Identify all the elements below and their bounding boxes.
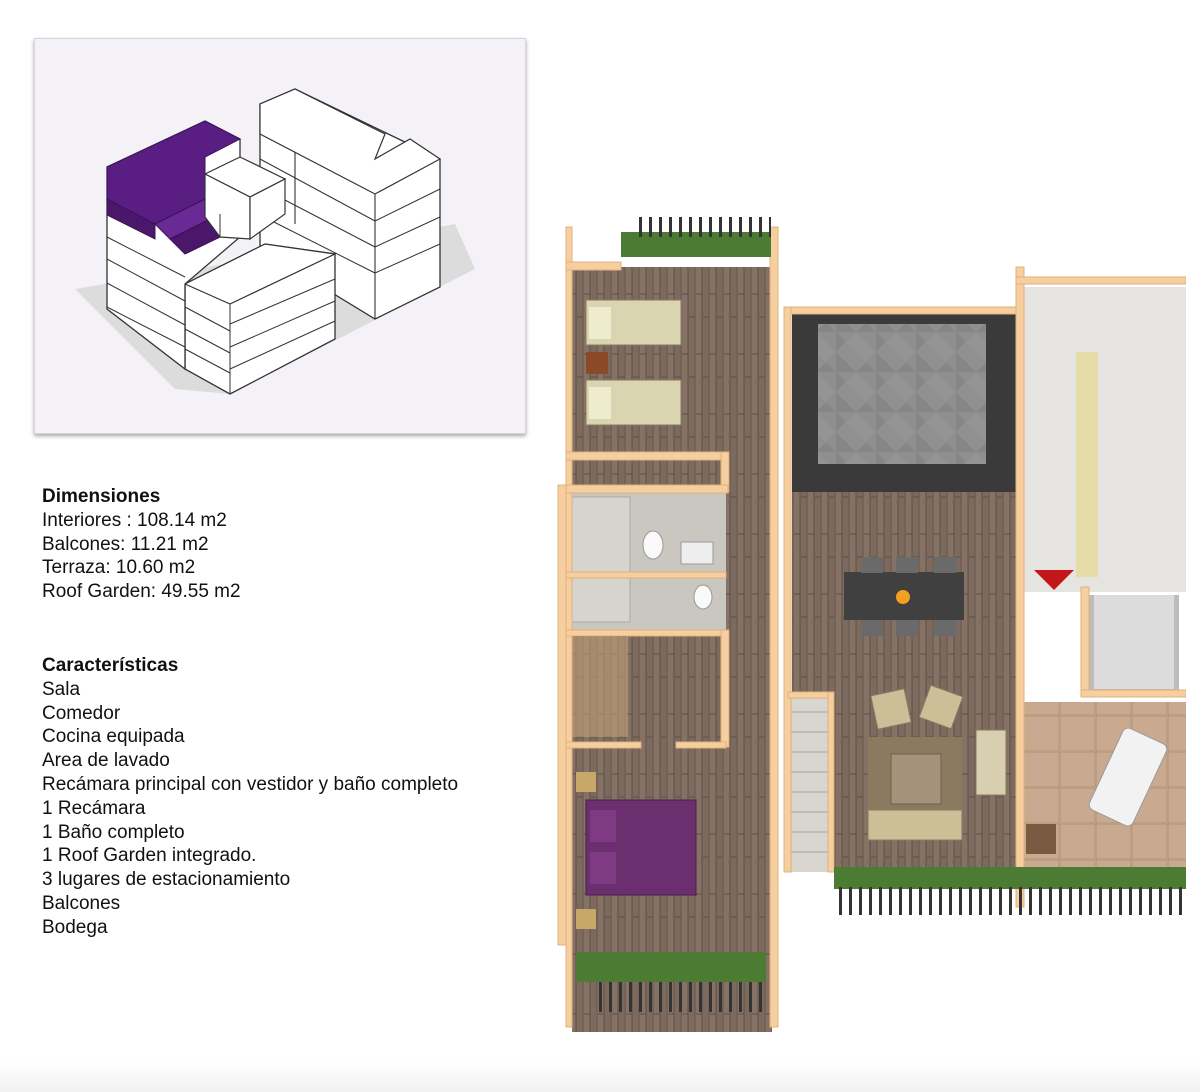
dimension-terraza: Terraza: 10.60 m2 [42, 557, 196, 579]
feature-item: 1 Roof Garden integrado. [42, 845, 257, 867]
stair-arrow [1034, 570, 1074, 590]
feature-item: 3 lugares de estacionamiento [42, 869, 291, 891]
railing-bottom [596, 982, 766, 1012]
sun-lounger [1088, 727, 1168, 827]
feature-item: Bodega [42, 916, 108, 938]
toilet-icon [642, 530, 664, 560]
stair-area [1021, 287, 1186, 592]
stair-rail [1076, 352, 1098, 577]
floor-plan-drawing [557, 217, 1187, 1032]
armchair [918, 684, 964, 730]
coffee-table [890, 753, 942, 805]
feature-item: Recámara principal con vestidor y baño c… [42, 773, 459, 795]
floor-plan [556, 212, 1187, 1037]
dimension-balcones: Balcones: 11.21 m2 [42, 533, 209, 555]
lower-stairs [788, 692, 834, 872]
features-section: Características Sala Comedor Cocina equi… [42, 654, 458, 940]
feature-item: Balcones [42, 892, 121, 914]
armchair [870, 688, 912, 730]
kitchen-tile-floor [818, 324, 986, 464]
dimension-roof-garden: Roof Garden: 49.55 m2 [42, 581, 241, 603]
feature-item: Area de lavado [42, 750, 170, 772]
feature-item: 1 Recámara [42, 797, 146, 819]
feature-item: Sala [42, 678, 81, 700]
railing-top [636, 217, 771, 237]
features-heading: Características [42, 655, 179, 676]
bottom-band [0, 1062, 1200, 1092]
building-isometric-diagram [34, 38, 526, 434]
feature-item: Comedor [42, 702, 121, 724]
planter-plants-bottom [576, 952, 766, 982]
side-sofa [975, 729, 1007, 796]
sofa [867, 809, 963, 841]
dimensions-heading: Dimensiones [42, 486, 161, 507]
feature-item: Cocina equipada [42, 726, 185, 748]
feature-item: 1 Baño completo [42, 821, 185, 843]
dimension-interiores: Interiores : 108.14 m2 [42, 509, 227, 531]
railing-middle [836, 887, 1186, 915]
walls [557, 226, 1187, 1028]
sink-icon [680, 541, 714, 565]
planter [1026, 824, 1056, 854]
building-illustration [75, 88, 475, 395]
planter-plants-middle [834, 867, 1186, 889]
dimensions-section: Dimensiones Interiores : 108.14 m2 Balco… [42, 485, 241, 604]
nightstand [586, 352, 608, 374]
